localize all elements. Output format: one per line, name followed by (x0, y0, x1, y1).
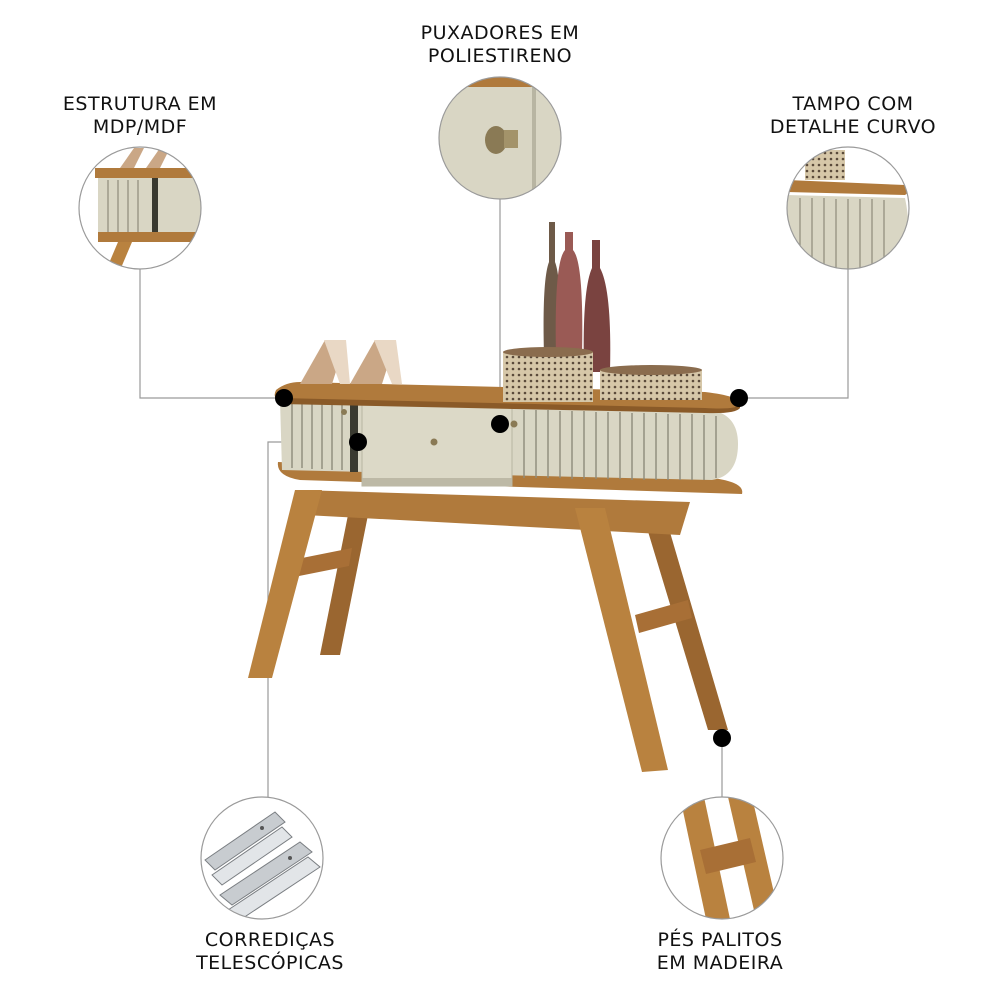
table-top-edge (280, 398, 740, 414)
label-legs-line1: PÉS PALITOS (657, 929, 783, 951)
marker-structure (275, 389, 293, 407)
curved-top-detail-icon (786, 146, 910, 270)
label-handles-line2: POLIESTIRENO (427, 45, 573, 67)
slats-left (291, 404, 343, 470)
knob-left (341, 409, 347, 415)
label-top-line1: TAMPO COM (792, 93, 914, 115)
label-structure-line2: MDP/MDF (92, 116, 188, 138)
vases-decor (543, 222, 611, 372)
label-top-line2: DETALHE CURVO (769, 116, 937, 138)
leg-back-left (320, 505, 370, 655)
marker-slides (349, 433, 367, 451)
label-slides-line2: TELESCÓPICAS (196, 952, 344, 974)
knob-detail-icon (438, 76, 562, 200)
wooden-legs-detail-icon (660, 796, 784, 920)
callout-line-top (739, 269, 849, 399)
drawer-shadow (362, 478, 512, 486)
label-top: TAMPO COM DETALHE CURVO (748, 93, 958, 139)
marker-top (730, 389, 748, 407)
stretcher-left (289, 548, 352, 578)
rattan-boxes-decor (503, 347, 702, 402)
label-slides: CORREDIÇAS TELESCÓPICAS (170, 929, 370, 975)
label-structure-line1: ESTRUTURA EM (62, 93, 218, 115)
center-drawer (361, 403, 513, 487)
callout-markers (275, 389, 748, 747)
callout-line-structure (139, 269, 283, 399)
slats-right (523, 410, 717, 480)
label-slides-line1: CORREDIÇAS (204, 929, 336, 951)
label-legs: PÉS PALITOS EM MADEIRA (620, 929, 820, 975)
label-legs-line2: EM MADEIRA (656, 952, 784, 974)
console-table (248, 222, 743, 772)
knob-right (510, 420, 518, 428)
leg-front-left (248, 490, 322, 678)
structure-detail-icon (78, 146, 202, 270)
bookends-decor (300, 340, 402, 384)
label-structure: ESTRUTURA EM MDP/MDF (50, 93, 230, 139)
stretcher-right (635, 600, 692, 633)
leg-front-right (575, 508, 668, 772)
drawer-slides-icon (200, 796, 324, 920)
marker-handles (491, 415, 509, 433)
label-handles: PUXADORES EM POLIESTIRENO (400, 22, 600, 68)
marker-legs (713, 729, 731, 747)
knob-center (430, 438, 438, 446)
label-handles-line1: PUXADORES EM (420, 22, 580, 44)
